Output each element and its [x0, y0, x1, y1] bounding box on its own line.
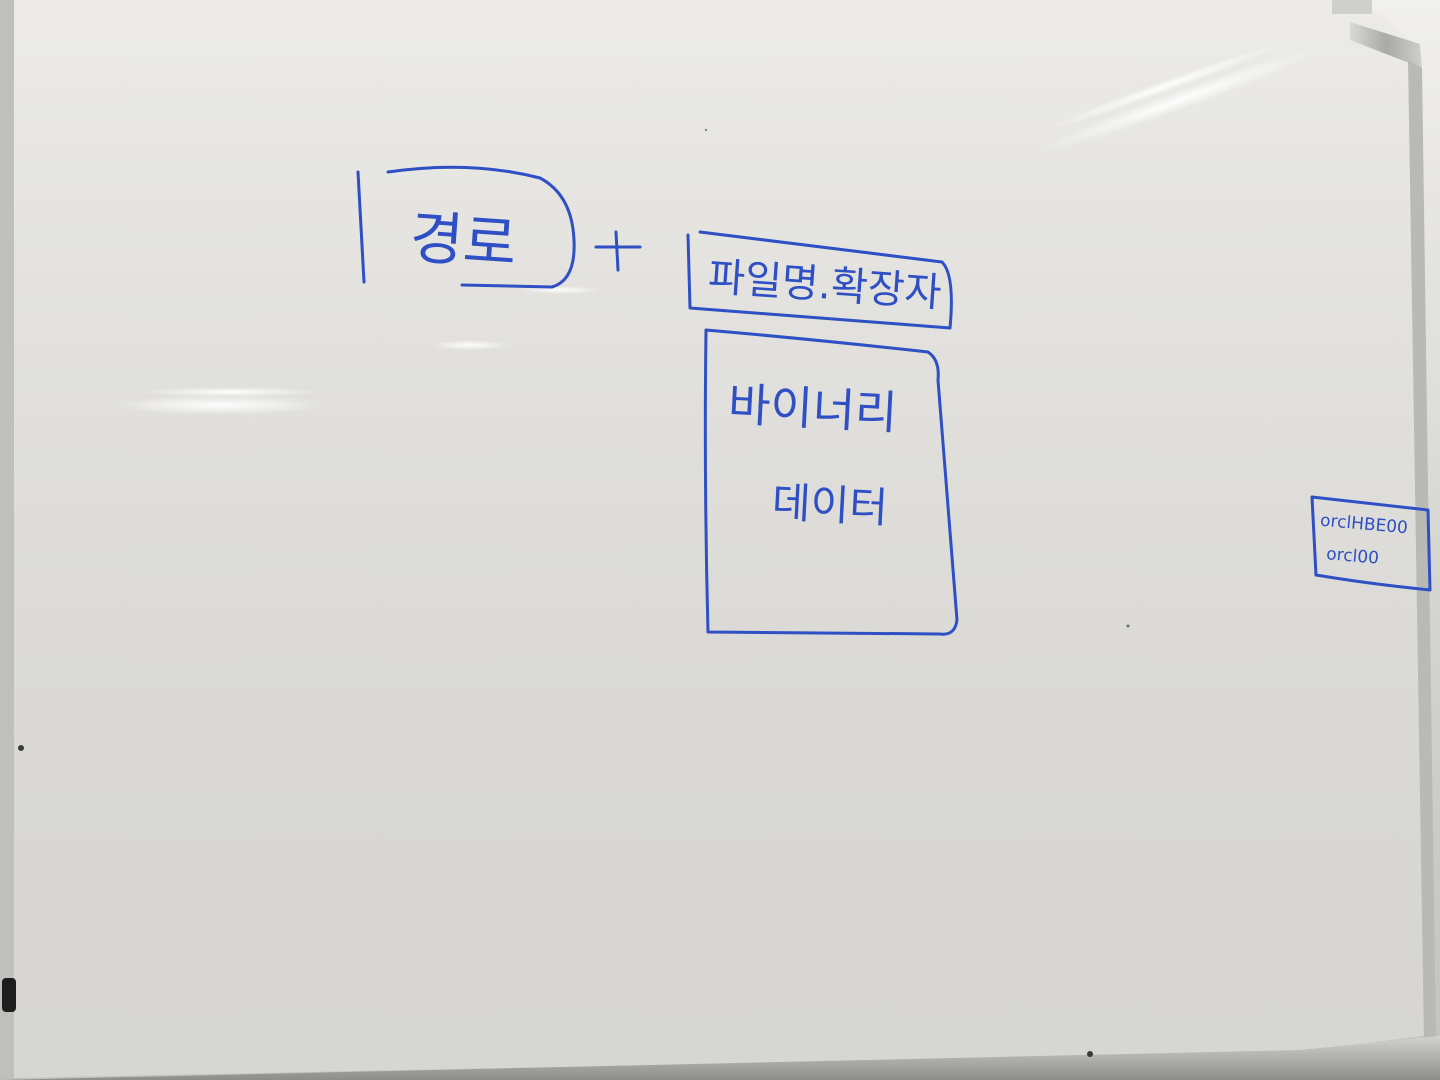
light-glare-left: [110, 387, 330, 415]
data-word: 데이터: [771, 477, 889, 532]
board-right-frame: [1408, 60, 1436, 1042]
board-speck: [1126, 624, 1130, 628]
note-line-2: orcl00: [1325, 544, 1379, 569]
plus-sign-mark: [594, 230, 642, 272]
left-bracket-mark: [356, 170, 366, 284]
light-glare-top-right: [1039, 41, 1321, 153]
path-word: 경로: [408, 203, 519, 278]
board-screw: [1087, 1051, 1093, 1057]
board-bottom-tray: [0, 1036, 1440, 1080]
binary-word: 바이너리: [727, 377, 899, 440]
light-glare-small: [430, 340, 510, 350]
board-left-frame: [0, 0, 14, 1080]
wall-hook: [1332, 0, 1372, 14]
board-top-right-frame: [1350, 22, 1422, 68]
note-box: [1310, 495, 1432, 592]
path-word-box: [386, 165, 576, 289]
board-screw: [18, 745, 24, 751]
board-speck: [704, 128, 708, 132]
filename-box: [686, 230, 953, 330]
binary-data-box: [703, 328, 959, 636]
frame-corner-clip: [2, 978, 16, 1012]
